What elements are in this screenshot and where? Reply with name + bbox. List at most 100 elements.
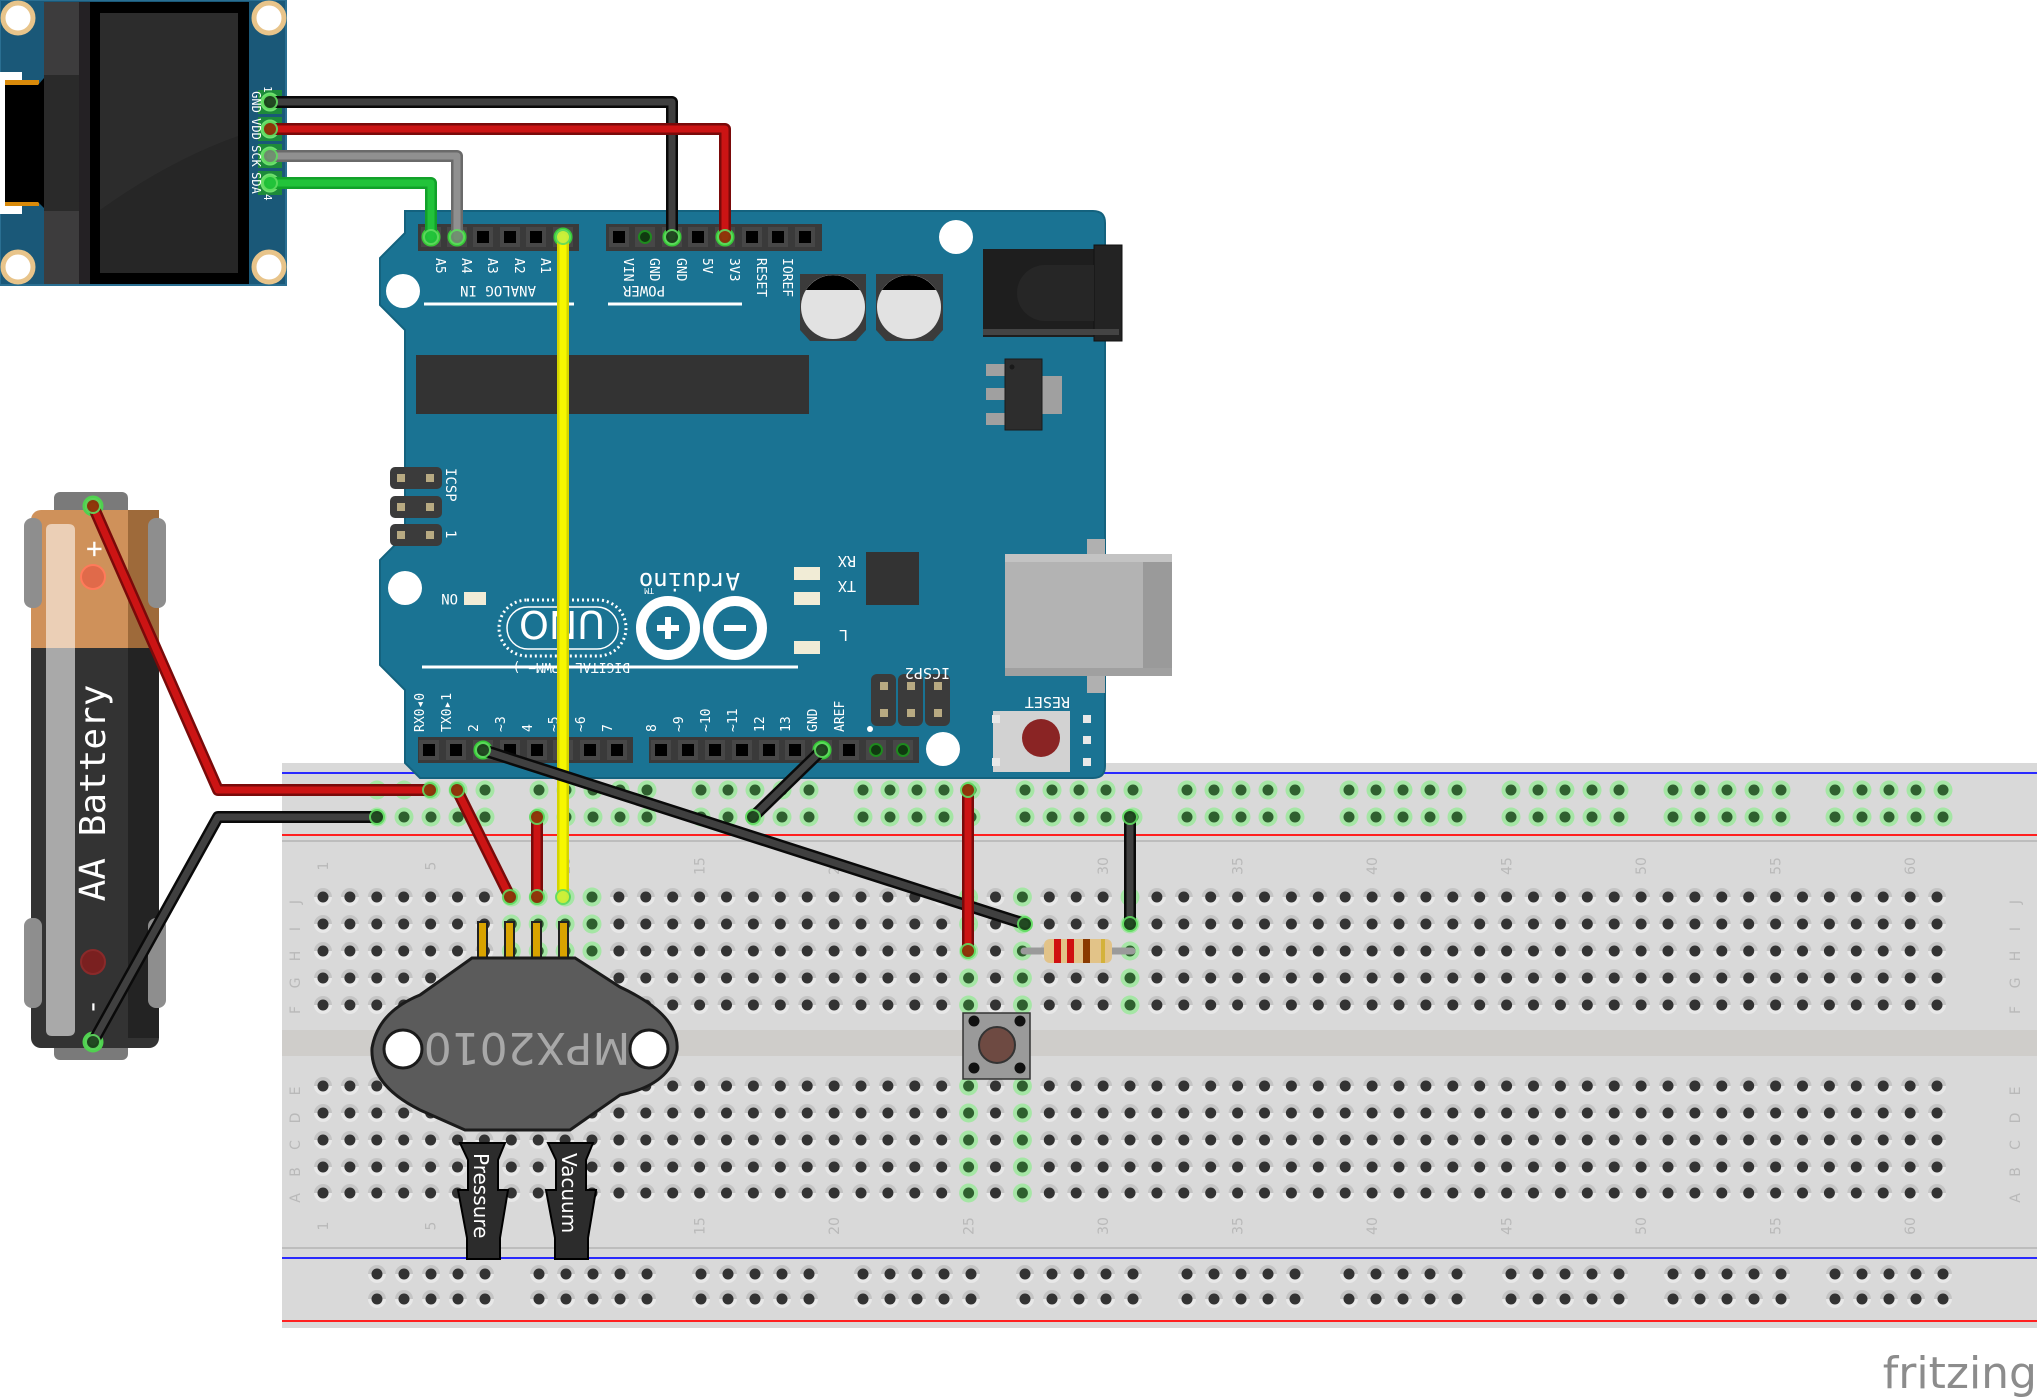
- breadboard-hole[interactable]: [905, 1077, 924, 1095]
- breadboard-hole[interactable]: [1201, 1131, 1220, 1149]
- breadboard-hole[interactable]: [1470, 888, 1489, 906]
- breadboard-hole[interactable]: [1928, 888, 1946, 906]
- rail-hole[interactable]: [962, 1265, 980, 1283]
- rail-hole[interactable]: [637, 807, 657, 827]
- breadboard-hole[interactable]: [798, 1184, 817, 1202]
- breadboard-hole[interactable]: [1040, 969, 1059, 987]
- breadboard-hole[interactable]: [1336, 888, 1355, 906]
- rail-hole[interactable]: [1771, 807, 1791, 827]
- rail-hole[interactable]: [1745, 1265, 1763, 1283]
- rail-hole[interactable]: [530, 1265, 548, 1283]
- breadboard-hole[interactable]: [1255, 1158, 1274, 1176]
- breadboard-hole[interactable]: [1201, 915, 1220, 933]
- rail-hole[interactable]: [1771, 780, 1791, 800]
- breadboard-hole[interactable]: [1067, 1184, 1086, 1202]
- breadboard-hole[interactable]: [1067, 888, 1086, 906]
- breadboard-hole[interactable]: [717, 1077, 736, 1095]
- breadboard-hole[interactable]: [1685, 969, 1704, 987]
- rail-hole[interactable]: [1394, 1265, 1412, 1283]
- breadboard-hole[interactable]: [1147, 888, 1166, 906]
- rail-hole[interactable]: [1177, 807, 1197, 827]
- breadboard-hole[interactable]: [1928, 969, 1946, 987]
- breadboard-hole[interactable]: [959, 1103, 979, 1123]
- breadboard-hole[interactable]: [1766, 996, 1785, 1014]
- breadboard-hole[interactable]: [1147, 996, 1166, 1014]
- breadboard-hole[interactable]: [1712, 915, 1731, 933]
- breadboard-hole[interactable]: [1632, 1158, 1651, 1176]
- breadboard-hole[interactable]: [1739, 888, 1758, 906]
- breadboard-hole[interactable]: [340, 888, 359, 906]
- breadboard-hole[interactable]: [690, 1158, 709, 1176]
- breadboard-hole[interactable]: [1551, 1104, 1570, 1122]
- breadboard-hole[interactable]: [1094, 969, 1113, 987]
- breadboard-hole[interactable]: [690, 888, 709, 906]
- breadboard-hole[interactable]: [1874, 1131, 1893, 1149]
- wire-a0-to-sensor-output[interactable]: [555, 229, 571, 905]
- breadboard-hole[interactable]: [1551, 1158, 1570, 1176]
- breadboard-hole[interactable]: [690, 1104, 709, 1122]
- breadboard-hole[interactable]: [1255, 996, 1274, 1014]
- wire-endpoint[interactable]: [1017, 916, 1033, 932]
- rail-hole[interactable]: [476, 1290, 494, 1308]
- breadboard-hole[interactable]: [1685, 1131, 1704, 1149]
- rail-hole[interactable]: [1663, 780, 1683, 800]
- breadboard-hole[interactable]: [340, 996, 359, 1014]
- rail-hole[interactable]: [1691, 1290, 1709, 1308]
- breadboard-hole[interactable]: [1255, 888, 1274, 906]
- rail-hole[interactable]: [1826, 1290, 1844, 1308]
- breadboard-hole[interactable]: [1659, 969, 1677, 987]
- breadboard-hole[interactable]: [1174, 1158, 1193, 1176]
- breadboard-hole[interactable]: [1739, 1158, 1758, 1176]
- breadboard-hole[interactable]: [1766, 969, 1785, 987]
- breadboard-hole[interactable]: [1497, 996, 1516, 1014]
- breadboard-hole[interactable]: [1067, 1158, 1086, 1176]
- breadboard-hole[interactable]: [1416, 1077, 1435, 1095]
- rail-hole[interactable]: [529, 780, 549, 800]
- breadboard-hole[interactable]: [1174, 1077, 1193, 1095]
- rail-hole[interactable]: [1097, 1290, 1115, 1308]
- breadboard-hole[interactable]: [1632, 1131, 1651, 1149]
- breadboard-hole[interactable]: [959, 1076, 979, 1096]
- wire-endpoint[interactable]: [262, 121, 278, 137]
- breadboard-hole[interactable]: [663, 969, 682, 987]
- rail-hole[interactable]: [1259, 1265, 1277, 1283]
- breadboard-hole[interactable]: [1551, 1131, 1570, 1149]
- rail-hole[interactable]: [962, 1290, 980, 1308]
- breadboard-hole[interactable]: [1551, 942, 1570, 960]
- breadboard-hole[interactable]: [1336, 1158, 1355, 1176]
- breadboard-hole[interactable]: [394, 1104, 413, 1122]
- rail-hole[interactable]: [800, 1265, 818, 1283]
- breadboard-hole[interactable]: [1766, 888, 1785, 906]
- breadboard-hole[interactable]: [878, 1131, 897, 1149]
- header-pin[interactable]: [759, 740, 779, 760]
- wire-endpoint[interactable]: [85, 1034, 101, 1050]
- breadboard-hole[interactable]: [1255, 915, 1274, 933]
- breadboard-hole[interactable]: [1094, 1184, 1113, 1202]
- rail-hole[interactable]: [611, 1265, 629, 1283]
- breadboard-hole[interactable]: [878, 915, 897, 933]
- breadboard-hole[interactable]: [1443, 888, 1462, 906]
- rail-hole[interactable]: [1258, 780, 1278, 800]
- breadboard-hole[interactable]: [986, 942, 1005, 960]
- rail-hole[interactable]: [746, 1265, 764, 1283]
- rail-hole[interactable]: [1744, 780, 1764, 800]
- breadboard-hole[interactable]: [529, 1131, 548, 1149]
- breadboard-hole[interactable]: [1282, 969, 1301, 987]
- breadboard-hole[interactable]: [1847, 996, 1866, 1014]
- breadboard-hole[interactable]: [636, 969, 655, 987]
- breadboard-hole[interactable]: [1094, 888, 1113, 906]
- breadboard-hole[interactable]: [1470, 1104, 1489, 1122]
- breadboard-hole[interactable]: [1470, 996, 1489, 1014]
- breadboard-hole[interactable]: [1470, 915, 1489, 933]
- rail-hole[interactable]: [934, 780, 954, 800]
- breadboard-hole[interactable]: [314, 969, 332, 987]
- breadboard-hole[interactable]: [905, 1158, 924, 1176]
- header-pin[interactable]: [419, 740, 439, 760]
- breadboard-hole[interactable]: [1578, 1131, 1597, 1149]
- breadboard-hole[interactable]: [1255, 942, 1274, 960]
- rail-hole[interactable]: [1529, 1290, 1547, 1308]
- breadboard-hole[interactable]: [1282, 1077, 1301, 1095]
- breadboard-hole[interactable]: [1820, 1184, 1839, 1202]
